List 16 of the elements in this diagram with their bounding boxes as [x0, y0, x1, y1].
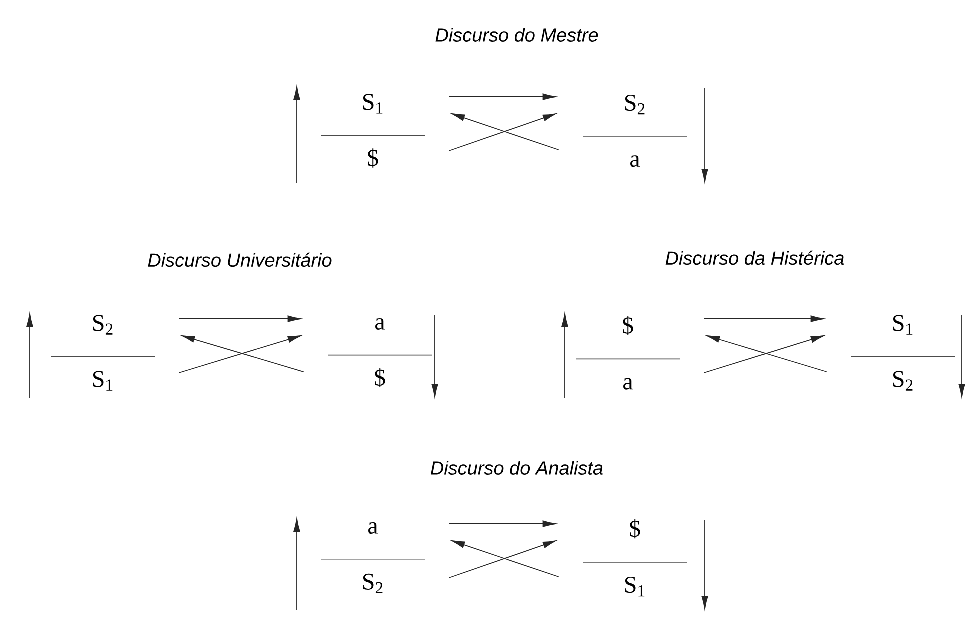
fraction: S$_{2}$ S$_{1}$: [50, 315, 156, 391]
fraction: $ a: [576, 316, 680, 390]
arrow: [448, 94, 556, 100]
discourse-title: Discurso do Analista: [431, 461, 603, 475]
discourse-title: Discurso da Histérica: [666, 250, 844, 266]
fraction: a S$_{2}$: [320, 522, 426, 594]
fraction: S$_{1}$ S$_{2}$: [850, 315, 956, 391]
fraction: a $: [328, 318, 432, 388]
fraction: S$_{2}$ a: [582, 94, 688, 168]
arrow: [178, 316, 302, 322]
arrow: [448, 520, 556, 528]
fraction: S$_{1}$ $: [320, 94, 426, 168]
discourse-title: Discurso Universitário: [148, 252, 332, 268]
discourse-title: Discurso do Mestre: [436, 28, 598, 42]
arrow: [704, 316, 824, 322]
fraction: $ S$_{1}$: [582, 519, 688, 597]
